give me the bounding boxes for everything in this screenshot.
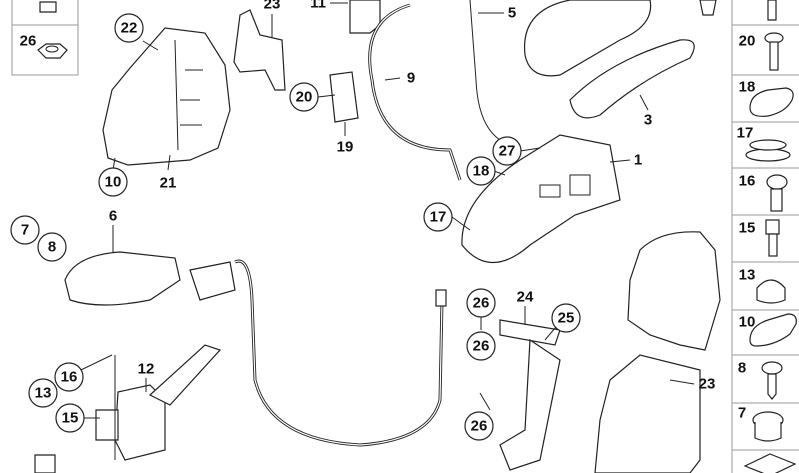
callout-27: 27 (492, 136, 522, 166)
right-legend: 20 18 17 16 15 13 10 8 7 (699, 0, 799, 473)
callout-label: 20 (296, 89, 313, 106)
legend-label: 10 (739, 314, 756, 331)
callout-ring (464, 411, 494, 441)
callout-ring (466, 156, 496, 186)
left-legend: 26 (11, 0, 79, 76)
callout-label: 24 (517, 289, 534, 306)
callout-19: 19 (337, 139, 354, 156)
legend-label: 26 (20, 33, 37, 50)
handle-carrier (461, 134, 621, 264)
callout-label: 15 (62, 410, 79, 427)
legend-label: 17 (737, 125, 754, 142)
callout-ring (551, 303, 581, 333)
callout-label: 5 (508, 5, 516, 22)
callout-label: 21 (160, 175, 177, 192)
callout-ring (466, 331, 496, 361)
nut-icon (39, 1, 57, 13)
legend-label: 15 (739, 220, 756, 237)
callout-11: 11 (310, 0, 326, 12)
callout-10: 10 (98, 167, 128, 197)
callout-1: 1 (634, 152, 642, 169)
callout-label: 12 (138, 361, 155, 378)
callout-label: 1 (634, 152, 642, 169)
legend-label: 20 (739, 33, 756, 50)
legend-label: 13 (739, 267, 756, 284)
callout-23: 23 (699, 376, 716, 393)
callout-label: 27 (499, 143, 516, 160)
callout-label: 13 (35, 385, 52, 402)
callout-3: 3 (644, 112, 652, 129)
callout-ring (98, 167, 128, 197)
bracket (233, 9, 286, 91)
callout-26: 26 (464, 411, 494, 441)
callout-26: 26 (466, 331, 496, 361)
callout-20: 20 (289, 82, 319, 112)
callout-ring (289, 82, 319, 112)
callout-ring (114, 13, 144, 43)
callout-ring (10, 215, 40, 245)
callout-15: 15 (55, 403, 85, 433)
callout-ring (54, 362, 84, 392)
legend-label: 18 (739, 79, 756, 96)
callout-label: 11 (310, 0, 326, 12)
callout-9: 9 (407, 70, 415, 87)
callout-16: 16 (54, 362, 84, 392)
callout-12: 12 (138, 361, 155, 378)
callout-ring (423, 202, 453, 232)
legend-label: 8 (738, 360, 746, 377)
callout-21: 21 (160, 175, 177, 192)
callout-18: 18 (466, 156, 496, 186)
callout-22: 22 (114, 13, 144, 43)
callout-23: 23 (264, 0, 281, 13)
callout-label: 23 (264, 0, 281, 13)
callout-ring (55, 403, 85, 433)
callout-label: 17 (430, 209, 447, 226)
callout-label: 7 (21, 222, 29, 239)
hex-nut-icon (37, 43, 68, 59)
callout-label: 23 (699, 376, 716, 393)
door-lock (627, 231, 721, 351)
lock-cover (102, 27, 231, 166)
callout-label: 8 (48, 239, 56, 256)
parts (34, 0, 721, 473)
callout-label: 26 (473, 338, 490, 355)
callout-17: 17 (423, 202, 453, 232)
callout-label: 25 (558, 310, 575, 327)
callout-6: 6 (109, 208, 117, 225)
callout-label: 26 (473, 295, 490, 312)
outer-handle (569, 39, 695, 119)
callout-25: 25 (551, 303, 581, 333)
striker (329, 71, 359, 123)
callout-ring (37, 232, 67, 262)
callout-5: 5 (508, 5, 516, 22)
callout-13: 13 (28, 378, 58, 408)
callout-label: 10 (105, 174, 122, 191)
callout-ring (466, 288, 496, 318)
callout-label: 16 (61, 369, 78, 386)
callout-26: 26 (466, 288, 496, 318)
legend-label: 16 (739, 173, 756, 190)
callouts: 22 23 11 5 9 20 19 10 21 27 18 1 3 17 6 … (10, 0, 716, 441)
callout-label: 3 (644, 112, 652, 129)
legend-label: 7 (738, 405, 746, 422)
callout-ring (28, 378, 58, 408)
callout-label: 6 (109, 208, 117, 225)
callout-7: 7 (10, 215, 40, 245)
callout-24: 24 (517, 289, 534, 306)
callout-label: 22 (121, 20, 138, 37)
callout-label: 26 (471, 418, 488, 435)
callout-label: 19 (337, 139, 354, 156)
inner-handle (64, 251, 181, 306)
callout-label: 18 (473, 163, 490, 180)
callout-ring (492, 136, 522, 166)
callout-label: 9 (407, 70, 415, 87)
callout-8: 8 (37, 232, 67, 262)
